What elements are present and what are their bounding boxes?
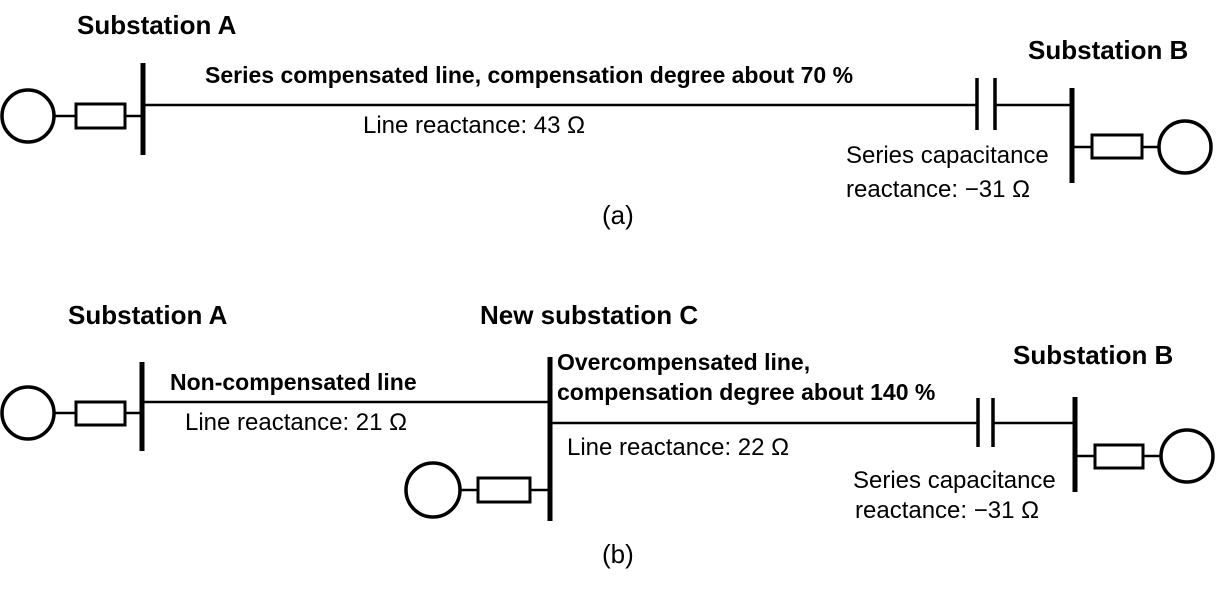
line-ab-reactance-value: Line reactance: 43 Ω bbox=[363, 112, 586, 139]
subfigure-b-caption: (b) bbox=[602, 539, 634, 569]
generator-a-icon bbox=[0, 88, 56, 144]
line-cb-reactance-value: Line reactance: 22 Ω bbox=[567, 434, 790, 461]
substation-a-title: Substation A bbox=[77, 10, 237, 40]
substation-b-title: Substation B bbox=[1028, 35, 1189, 65]
line-ac-label: Non-compensated line bbox=[170, 369, 417, 395]
line-cb-label-line2: compensation degree about 140 % bbox=[557, 379, 936, 405]
impedance-b-box bbox=[1090, 133, 1144, 160]
generator-b-icon bbox=[1157, 119, 1213, 175]
generator-c-icon bbox=[404, 461, 462, 519]
subfigure-a-caption: (a) bbox=[602, 200, 634, 230]
diagram-b-circuit bbox=[0, 357, 1215, 521]
generator-a-icon bbox=[0, 385, 56, 441]
impedance-c-box bbox=[476, 476, 532, 504]
substation-a-title: Substation A bbox=[68, 300, 228, 330]
generator-b-icon bbox=[1159, 428, 1215, 484]
impedance-b-box bbox=[1093, 443, 1145, 470]
diagram-a-circuit bbox=[0, 63, 1213, 183]
impedance-a-box bbox=[74, 400, 127, 427]
series-capacitance-label-line1: Series capacitance bbox=[846, 142, 1049, 169]
line-ab-label: Series compensated line, compensation de… bbox=[205, 62, 854, 88]
substation-c-title: New substation C bbox=[480, 300, 699, 330]
series-capacitance-label-line1: Series capacitance bbox=[853, 467, 1056, 494]
series-capacitance-value: reactance: −31 Ω bbox=[855, 497, 1040, 524]
substation-b-title: Substation B bbox=[1013, 340, 1174, 370]
line-ac-reactance-value: Line reactance: 21 Ω bbox=[185, 409, 408, 436]
series-capacitance-value: reactance: −31 Ω bbox=[846, 176, 1031, 203]
line-cb-label-line1: Overcompensated line, bbox=[557, 349, 811, 375]
impedance-a-box bbox=[74, 102, 127, 130]
